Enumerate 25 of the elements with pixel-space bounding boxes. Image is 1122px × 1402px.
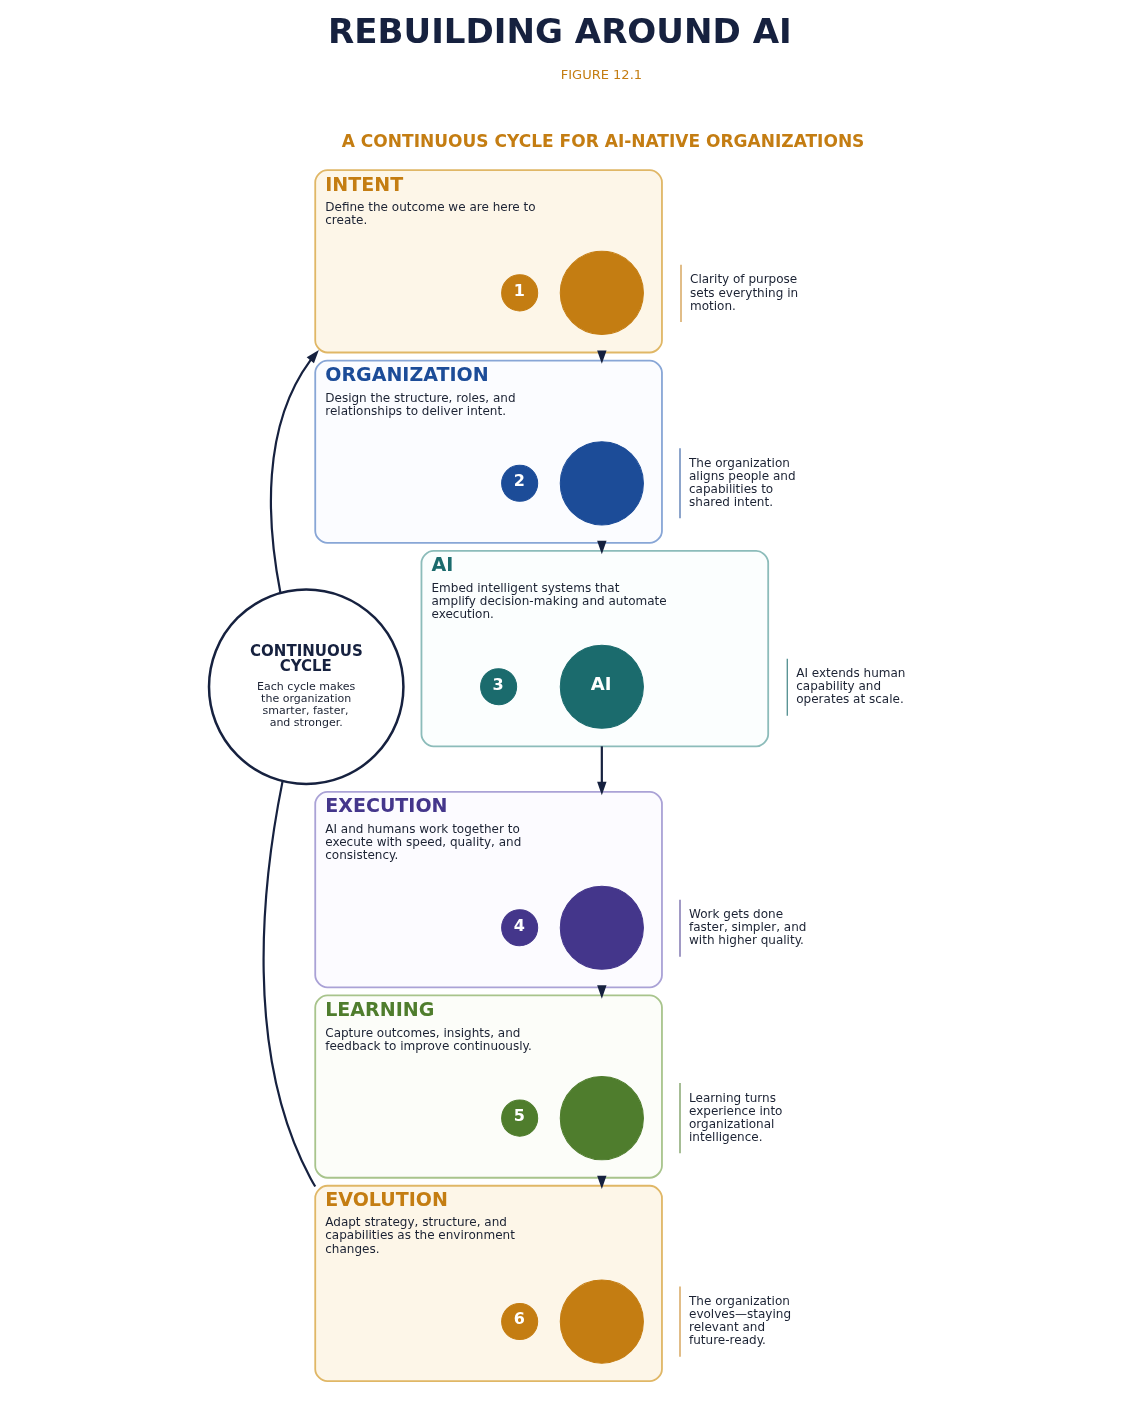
label: FIGURE 12.1	[560, 67, 642, 83]
diagram-title: REBUILDING AROUND AI	[327, 11, 792, 52]
node-circle	[559, 441, 644, 526]
node-circle	[559, 1076, 644, 1161]
node-label: Work gets done faster, simpler, and with higher quality.	[688, 907, 806, 948]
node-label: Learning turns experience into organizational intelligence.	[688, 1090, 782, 1144]
node-circle: 5	[500, 1099, 538, 1137]
node-circle: AI	[559, 644, 644, 729]
node-circle: 3	[479, 668, 517, 706]
label: A CONTINUOUS CYCLE FOR AI-NATIVE ORGANIZATIONS	[341, 131, 864, 152]
node-circle: 6	[500, 1303, 538, 1341]
node-circle	[559, 885, 644, 970]
arrow	[596, 746, 607, 796]
connector	[262, 780, 316, 1188]
node-label: AI extends human capability and operates at scale.	[795, 666, 905, 707]
node-circle: 4	[500, 909, 538, 947]
node-circle: 2	[500, 464, 538, 502]
node-label: The organization evolves—staying relevant and future-ready.	[688, 1294, 791, 1348]
node-label: The organization aligns people and capabilities to shared intent.	[688, 455, 796, 509]
node-circle: CONTINUOUS CYCLE Each cycle makes the organization smarter, faster, and stronger.	[207, 588, 405, 786]
node-circle	[559, 1279, 644, 1364]
node-circle: 1	[500, 274, 538, 312]
arrow	[269, 349, 319, 593]
node-label: Clarity of purpose sets everything in motion.	[689, 272, 798, 313]
node-circle	[559, 250, 644, 335]
